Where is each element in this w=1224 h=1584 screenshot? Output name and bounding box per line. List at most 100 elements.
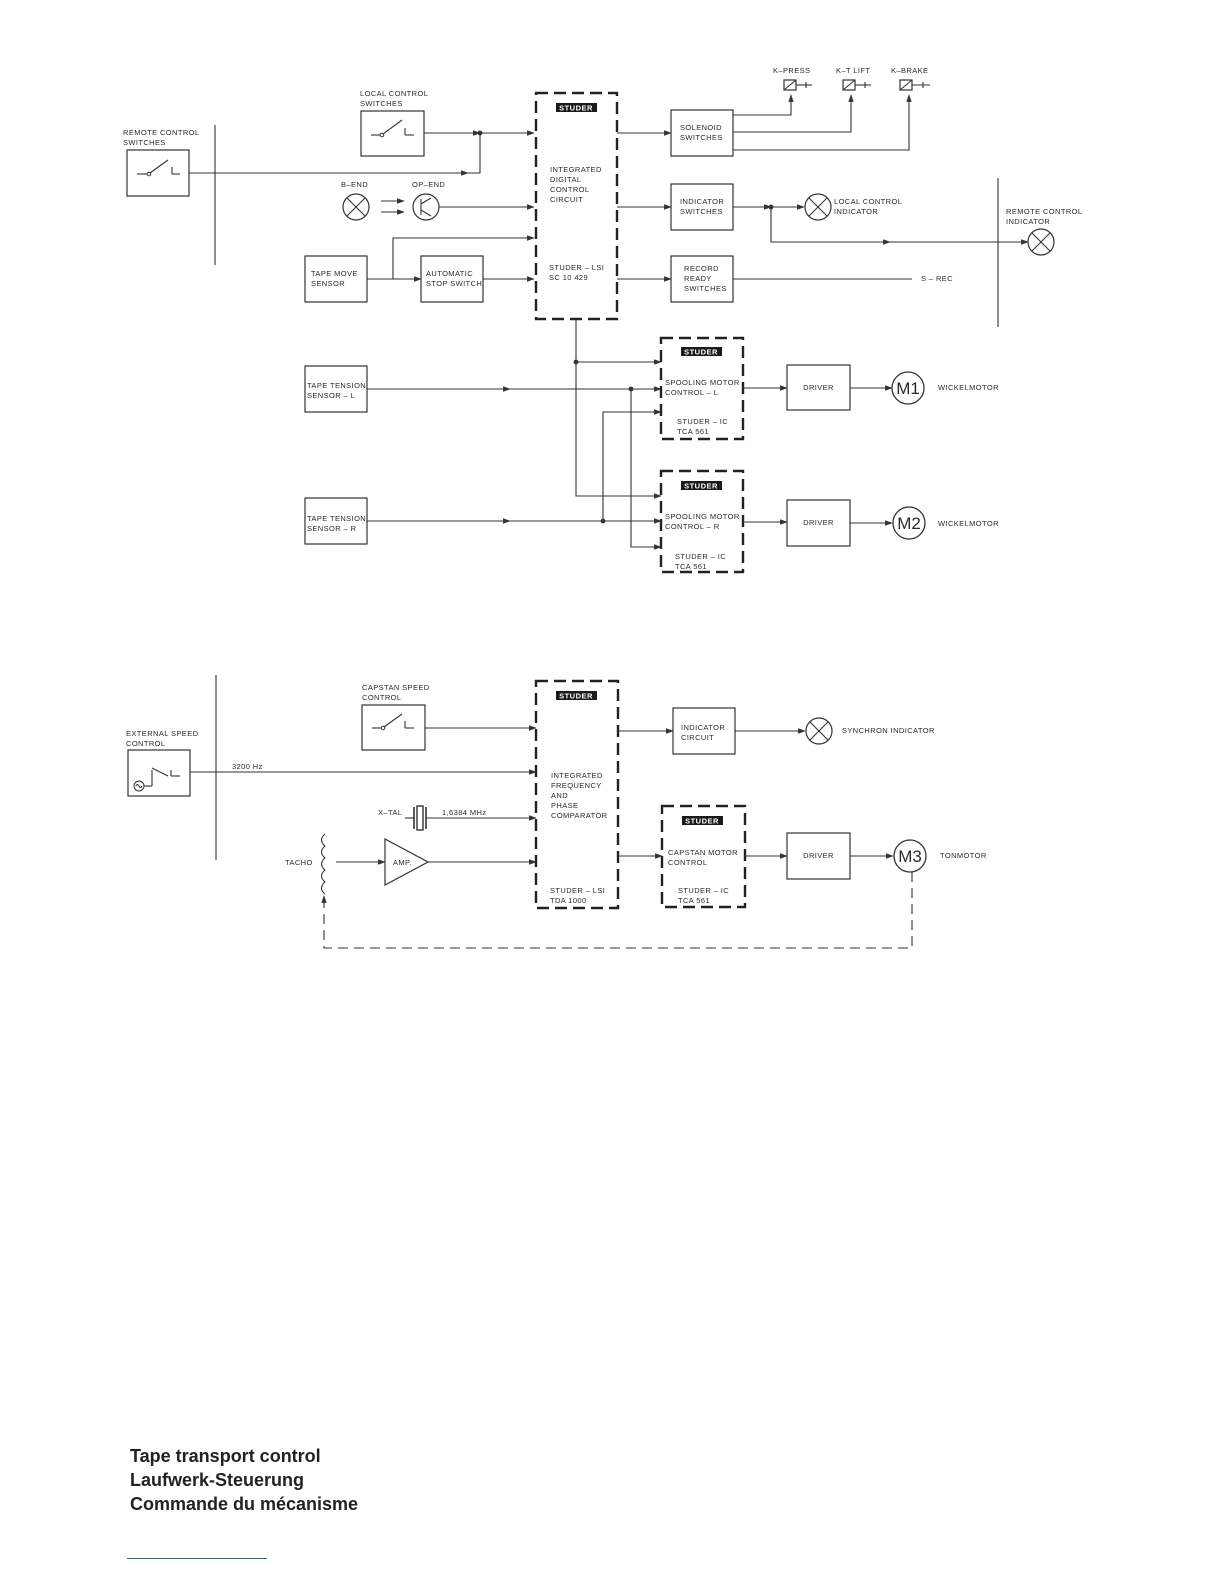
indicator-circuit: INDICATOR CIRCUIT — [672, 707, 736, 755]
indicator-circuit-box — [672, 707, 736, 755]
local-control-switches-label-2: SWITCHES — [360, 99, 403, 108]
tape-move-sensor: TAPE MOVE SENSOR — [304, 255, 368, 303]
spooling-motor-control-l-part: STUDER – IC — [677, 417, 728, 426]
control-circuit-part-number-2: SC 10 429 — [549, 273, 588, 282]
control-circuit-part-number: STUDER – LSI — [549, 263, 604, 272]
motor-m3-label: M3 — [898, 847, 922, 866]
studer-badge — [556, 103, 597, 112]
comparator-box — [534, 679, 620, 910]
control-circuit-label-4: CIRCUIT — [550, 195, 583, 204]
comparator-label-1: INTEGRATED — [551, 771, 603, 780]
spooling-motor-control-l-part-2: TCA 561 — [677, 427, 709, 436]
studer-badge-text: STUDER — [684, 482, 718, 491]
x-tal-label: X–TAL — [378, 808, 402, 817]
footer-rule — [127, 1558, 267, 1559]
solenoid-switches-label-2: SWITCHES — [680, 133, 723, 142]
tonmotor-label: TONMOTOR — [940, 851, 987, 860]
capstan-speed-control-label: CAPSTAN SPEED — [362, 683, 430, 692]
capstan-speed-control-label-2: CONTROL — [362, 693, 401, 702]
local-control-switches: LOCAL CONTROL SWITCHES — [360, 89, 428, 157]
caption-english: Tape transport control — [130, 1446, 321, 1466]
tape-move-sensor-label: TAPE MOVE — [311, 269, 358, 278]
external-speed-control-label: EXTERNAL SPEED — [126, 729, 199, 738]
crystal-icon — [416, 805, 424, 831]
spooling-motor-control-r: STUDER SPOOLING MOTOR CONTROL – R STUDER… — [659, 469, 745, 574]
caption-german: Laufwerk-Steuerung — [130, 1470, 305, 1490]
tape-move-sensor-label-2: SENSOR — [311, 279, 345, 288]
record-ready-switches-label-3: SWITCHES — [684, 284, 727, 293]
tape-tension-sensor-r-label: TAPE TENSION — [307, 514, 366, 523]
automatic-stop-switch-label-2: STOP SWITCH — [426, 279, 482, 288]
studer-badge — [556, 691, 597, 700]
remote-control-indicator-label-2: INDICATOR — [1006, 217, 1050, 226]
comparator-label-5: COMPARATOR — [551, 811, 608, 820]
tape-tension-sensor-l-label: TAPE TENSION — [307, 381, 366, 390]
switch-icon — [371, 119, 414, 138]
synchron-indicator-label: SYNCHRON INDICATOR — [842, 726, 935, 735]
tacho-generator: TACHO — [285, 833, 326, 895]
driver-1-box — [786, 364, 851, 411]
motor-icon — [891, 371, 925, 405]
b-end-label: B–END — [341, 180, 368, 189]
phototransistor-icon — [412, 193, 440, 221]
remote-control-switches-label-2: SWITCHES — [123, 138, 166, 147]
coil-icon — [320, 833, 326, 895]
record-ready-switches-label: RECORD — [684, 264, 719, 273]
spooling-motor-control-l-label-2: CONTROL – L — [665, 388, 718, 397]
motor-icon — [892, 506, 926, 540]
tape-tension-sensor-r-label-2: SENSOR – R — [307, 524, 357, 533]
frequency-phase-comparator: STUDER INTEGRATED FREQUENCY AND PHASE CO… — [534, 679, 620, 910]
indicator-switches-box — [670, 183, 734, 231]
remote-control-indicator-label: REMOTE CONTROL — [1006, 207, 1082, 216]
switch-icon — [137, 159, 180, 177]
frequency-3200-label: 3200 Hz — [232, 762, 263, 771]
k-t-lift-solenoid: K–T LIFT — [836, 66, 871, 91]
tape-tension-sensor-r: TAPE TENSION SENSOR – R — [304, 497, 368, 545]
crystal-frequency-label: 1,6384 MHz — [442, 808, 486, 817]
op-end-label: OP–END — [412, 180, 445, 189]
control-circuit-box — [534, 91, 619, 321]
spooling-motor-control-r-label: SPOOLING MOTOR — [665, 512, 740, 521]
motor-m2-label: M2 — [897, 514, 921, 533]
indicator-switches-label: INDICATOR — [680, 197, 724, 206]
spooling-motor-control-r-part-2: TCA 561 — [675, 562, 707, 571]
b-end-lamp: B–END — [341, 180, 370, 221]
wire — [392, 235, 535, 279]
wire — [733, 94, 854, 133]
tacho-label: TACHO — [285, 858, 313, 867]
external-speed-control: EXTERNAL SPEED CONTROL — [126, 729, 199, 797]
tape-tension-sensor-l: TAPE TENSION SENSOR – L — [304, 365, 368, 413]
driver-2-box — [786, 499, 851, 547]
local-control-indicator-label: LOCAL CONTROL — [834, 197, 902, 206]
local-control-switches-box — [360, 110, 425, 157]
driver-1-label: DRIVER — [803, 383, 834, 392]
bottom-diagram: CAPSTAN SPEED CONTROL EXTERNAL SPEED CON… — [126, 675, 987, 949]
local-control-indicator: LOCAL CONTROL INDICATOR — [804, 193, 902, 221]
spooling-motor-control-l-label: SPOOLING MOTOR — [665, 378, 740, 387]
control-circuit-label-3: CONTROL — [550, 185, 589, 194]
indicator-circuit-label-2: CIRCUIT — [681, 733, 714, 742]
driver-2: DRIVER — [786, 499, 851, 547]
automatic-stop-switch: AUTOMATIC STOP SWITCH — [420, 255, 484, 303]
motor-m1: M1 WICKELMOTOR — [891, 371, 999, 405]
motor-m3: M3 TONMOTOR — [893, 839, 987, 873]
studer-badge-text: STUDER — [684, 348, 718, 357]
amplifier: AMP. — [384, 837, 430, 887]
capstan-speed-control-box — [361, 704, 426, 751]
wire — [189, 133, 481, 174]
control-circuit-label-1: INTEGRATED — [550, 165, 602, 174]
spooling-motor-control-r-part: STUDER – IC — [675, 552, 726, 561]
wire — [733, 94, 794, 116]
comparator-part-number: STUDER – LSI — [550, 886, 605, 895]
driver-3-label: DRIVER — [803, 851, 834, 860]
motor-m2: M2 WICKELMOTOR — [892, 506, 999, 540]
remote-control-switches: REMOTE CONTROL SWITCHES — [123, 128, 199, 197]
op-end-phototransistor: OP–END — [412, 180, 445, 221]
studer-badge — [682, 816, 723, 825]
wickelmotor-label: WICKELMOTOR — [938, 383, 999, 392]
synchron-indicator: SYNCHRON INDICATOR — [805, 717, 935, 745]
indicator-switches: INDICATOR SWITCHES — [670, 183, 734, 231]
capstan-motor-control-part: STUDER – IC — [678, 886, 729, 895]
local-control-indicator-label-2: INDICATOR — [834, 207, 878, 216]
driver-3: DRIVER — [786, 832, 851, 880]
